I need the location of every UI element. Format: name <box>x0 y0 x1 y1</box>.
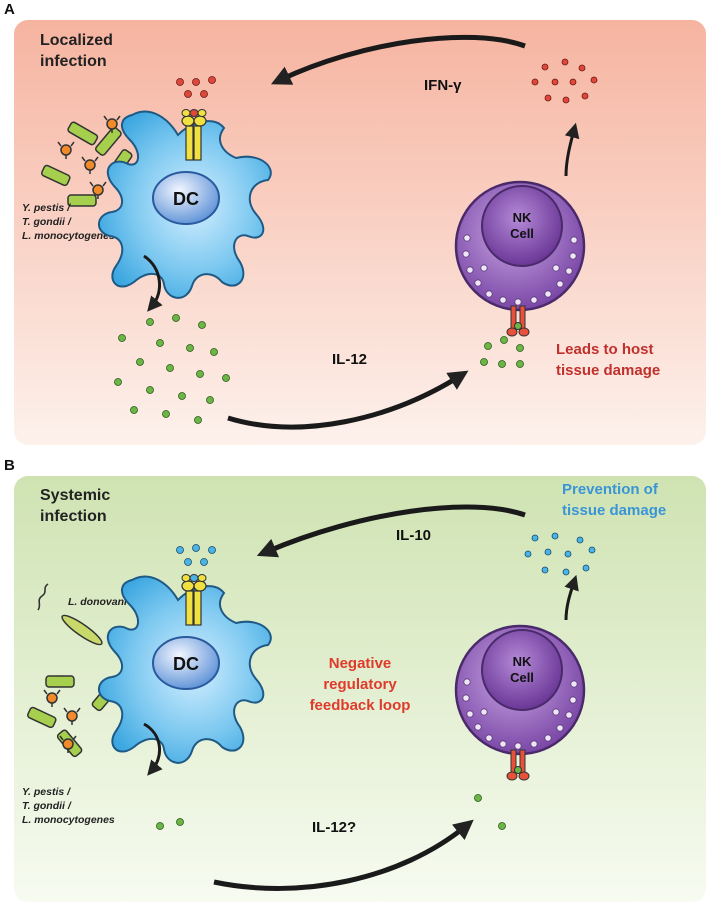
il-12-receptor-icon <box>506 749 530 781</box>
panel-b-nk-cell: NK Cell <box>454 624 586 781</box>
parasite-icon <box>81 156 99 174</box>
panel-b-extra-pathogen: L. donovani <box>68 596 128 608</box>
parasite-icon <box>89 181 107 199</box>
panel-b-cytokine-bottom: IL-12? <box>312 819 356 836</box>
panel-b-pathogen-line3: L. monocytogenes <box>22 814 115 826</box>
panel-a-pathogen-line2: T. gondii / <box>22 216 72 228</box>
dc-secretion-arrow <box>143 254 163 312</box>
panel-b-nk-label-line1: NK <box>513 654 532 669</box>
panel-b-loop-line3: feedback loop <box>310 697 411 714</box>
panel-a-title-line1: Localized <box>40 32 113 49</box>
panel-b-cytokine-top: IL-10 <box>396 527 431 544</box>
panel-b-title-line2: infection <box>40 508 107 525</box>
nk-secretion-arrow <box>564 574 579 621</box>
leishmania-icon <box>37 583 103 646</box>
panel-b: B Systemic infection L. donovani Y. pest… <box>4 457 706 902</box>
bacterium-icon <box>45 675 75 688</box>
dc-nucleus <box>152 171 220 225</box>
panel-a-nk-label-line1: NK <box>513 210 532 225</box>
panel-a: A Localized infection Y. pestis / T. gon… <box>4 1 706 445</box>
il-12-receptor-icon <box>506 305 530 337</box>
panel-b-dc-label: DC <box>173 654 199 674</box>
panel-b-title-line1: Systemic <box>40 487 110 504</box>
panel-a-dendritic-cell: DC <box>98 109 272 299</box>
il-10-arrow <box>256 504 526 558</box>
panel-a-pathogens <box>41 115 133 207</box>
panel-a-cytokine-top: IFN-γ <box>424 77 462 94</box>
il-12-molecules <box>114 314 524 424</box>
nk-nucleus <box>481 185 563 267</box>
il-12-arrow <box>227 370 469 430</box>
panel-a-nk-label-line2: Cell <box>510 226 534 241</box>
panel-a-outcome-line2: tissue damage <box>556 362 660 379</box>
dc-secretion-arrow <box>143 722 163 776</box>
dc-nucleus <box>152 636 220 690</box>
il-10-molecules <box>176 532 596 576</box>
ifn-gamma-molecules <box>531 58 598 104</box>
panel-a-cytokine-bottom: IL-12 <box>332 351 367 368</box>
panel-b-outcome-line1: Prevention of <box>562 481 659 498</box>
panel-a-dc-label: DC <box>173 189 199 209</box>
panel-a-nk-cell: NK Cell <box>454 180 586 337</box>
panel-b-letter: B <box>4 457 15 474</box>
panel-b-loop-line2: regulatory <box>323 676 397 693</box>
bacterium-icon <box>95 126 122 156</box>
panel-a-letter: A <box>4 1 15 18</box>
nk-secretion-arrow <box>564 122 580 177</box>
ifn-gamma-molecules <box>176 76 216 98</box>
parasite-icon <box>59 735 77 753</box>
panel-b-loop-line1: Negative <box>329 655 392 672</box>
parasite-icon <box>103 115 121 133</box>
panel-a-pathogen-line3: L. monocytogenes <box>22 230 115 242</box>
panel-b-outcome-line2: tissue damage <box>562 502 666 519</box>
panel-b-nk-label-line2: Cell <box>510 670 534 685</box>
bacterium-icon <box>67 121 99 146</box>
bacterium-icon <box>27 706 57 729</box>
parasite-icon <box>43 689 61 707</box>
panel-b-dendritic-cell: DC <box>98 574 272 764</box>
il-10-receptor-icon <box>181 574 207 626</box>
nk-granules <box>462 234 578 306</box>
panel-a-title-line2: infection <box>40 53 107 70</box>
parasite-icon <box>63 707 81 725</box>
il-12-molecules <box>156 794 506 830</box>
panel-a-pathogen-line1: Y. pestis / <box>22 202 71 214</box>
panel-b-pathogen-line1: Y. pestis / <box>22 786 71 798</box>
panel-a-outcome-line1: Leads to host <box>556 341 654 358</box>
ifn-receptor-icon <box>181 109 207 161</box>
ifn-gamma-arrow <box>270 34 526 85</box>
parasite-icon <box>57 141 75 159</box>
nk-nucleus <box>481 629 563 711</box>
panel-b-pathogen-line2: T. gondii / <box>22 800 72 812</box>
il-12-arrow <box>213 819 474 891</box>
bacterium-icon <box>41 164 71 187</box>
nk-granules <box>462 678 578 750</box>
bacterium-icon <box>67 194 97 207</box>
